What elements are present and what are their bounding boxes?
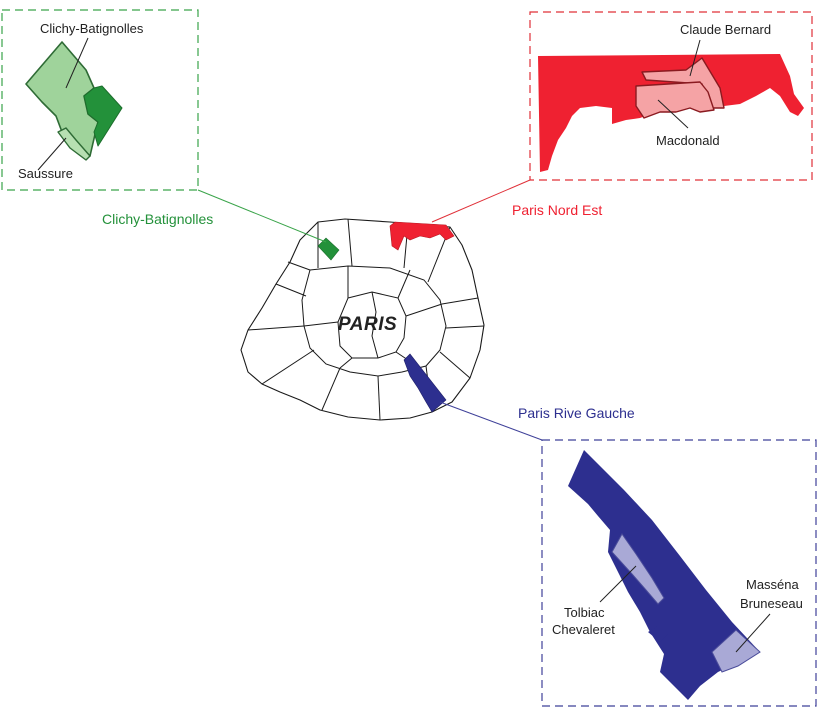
boundary-21 [371,291,379,359]
rive-gauche-zone [568,450,760,700]
massena-label: Masséna [746,577,800,592]
boundary-6 [445,325,485,329]
rive-gauche-inset-frame [541,439,817,707]
saussure-leader [37,137,67,171]
boundary-17 [405,303,443,317]
claude-bernard-zone [641,57,725,109]
tolbiac-leader [599,565,637,603]
chevaleret-label: Chevaleret [552,622,615,637]
massena-leader [735,613,771,653]
boundary-13 [275,283,307,297]
rive-gauche-zone-marker [403,353,447,413]
nord-est-region-label: Paris Nord Est [512,202,602,218]
boundary-11 [261,349,315,385]
rive-gauche-connector [439,401,543,441]
nord-est-zone [538,54,804,172]
clichy-connector [197,189,327,243]
boundary-5 [441,297,479,305]
boundary-16 [397,269,411,299]
tolbiac-label: Tolbiac [564,605,605,620]
boundary-12 [247,325,305,331]
saussure-label: Saussure [18,166,73,181]
boundary-19 [339,357,353,369]
clichy-inset-frame [1,9,199,191]
massena-bruneseau-zone [711,629,761,673]
boundary-10 [321,367,341,411]
rive-gauche-inset: Tolbiac Chevaleret Masséna Bruneseau [541,439,817,707]
rive-gauche-notch [648,626,668,642]
boundary-2 [347,218,353,267]
nord-est-inset-frame [529,11,813,181]
bruneseau-label: Bruneseau [740,596,803,611]
saussure-zone [57,127,91,161]
clichy-leader [65,37,89,89]
nord-est-inset: Claude Bernard Macdonald [529,11,813,181]
claude-bernard-label: Claude Bernard [680,22,771,37]
clichy-zone-dark [83,85,123,147]
boundary-14 [287,261,311,271]
claude-bernard-leader [689,39,701,77]
tolbiac-chevaleret-zone [611,533,665,605]
macdonald-leader [657,99,689,129]
paris-map: PARIS [240,218,485,421]
clichy-region-label: Clichy-Batignolles [102,211,213,227]
boundary-9 [377,375,381,421]
macdonald-zone [635,81,715,119]
clichy-inset: Clichy-Batignolles Saussure [1,9,199,191]
macdonald-label: Macdonald [656,133,720,148]
clichy-inset-title: Clichy-Batignolles [40,21,144,36]
rive-gauche-region-label: Paris Rive Gauche [518,405,635,421]
nord-est-connector [431,179,531,223]
boundary-20 [303,321,339,327]
arrondissement-boundaries [247,218,485,421]
paris-title: PARIS [338,314,397,335]
nord-est-zone-marker [389,221,455,251]
boundary-7 [439,351,471,379]
